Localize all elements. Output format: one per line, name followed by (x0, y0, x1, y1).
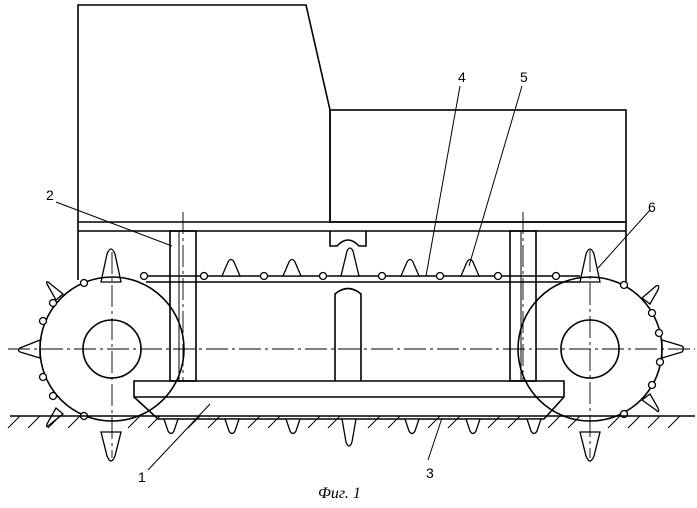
right-wheel (518, 249, 684, 461)
platform-beam (78, 222, 626, 246)
label-wheel: 6 (648, 199, 656, 215)
base-frame (134, 381, 564, 446)
figure-caption: Фиг. 1 (318, 485, 361, 502)
chain-spikes-bottom (164, 419, 541, 446)
label-frame: 1 (138, 469, 146, 485)
label-ground: 3 (426, 465, 434, 481)
label-chain: 4 (458, 69, 466, 85)
label-spike: 5 (520, 69, 528, 85)
chain-spikes-top (222, 248, 479, 276)
spiked-chain (141, 248, 581, 282)
label-rack: 2 (46, 187, 54, 203)
left-wheel (19, 249, 185, 461)
